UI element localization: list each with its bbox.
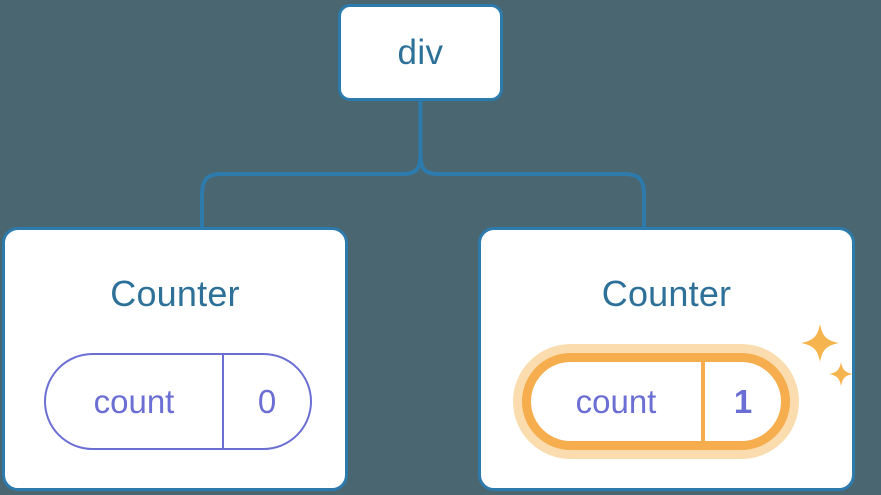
counter-right-label: Counter [601, 273, 732, 314]
state-value-right: 1 [701, 362, 781, 441]
connector-branch-left [200, 150, 423, 229]
root-node-label: div [397, 33, 444, 72]
counter-left-label: Counter [110, 273, 240, 314]
tree-node-root[interactable]: div [338, 4, 503, 101]
state-pill-container-left: count 0 [44, 353, 312, 450]
state-value-left: 0 [222, 355, 310, 448]
connector-branch-right [418, 150, 646, 229]
tree-node-counter-right[interactable]: Counter count 1 [478, 227, 855, 491]
state-key-right: count [575, 383, 657, 420]
tree-node-counter-left[interactable]: Counter count 0 [2, 227, 348, 491]
state-pill-container-right: count 1 [522, 353, 790, 450]
state-key-left: count [93, 383, 175, 420]
state-pill-left[interactable]: count 0 [44, 353, 312, 450]
state-pill-right[interactable]: count 1 [522, 353, 790, 450]
